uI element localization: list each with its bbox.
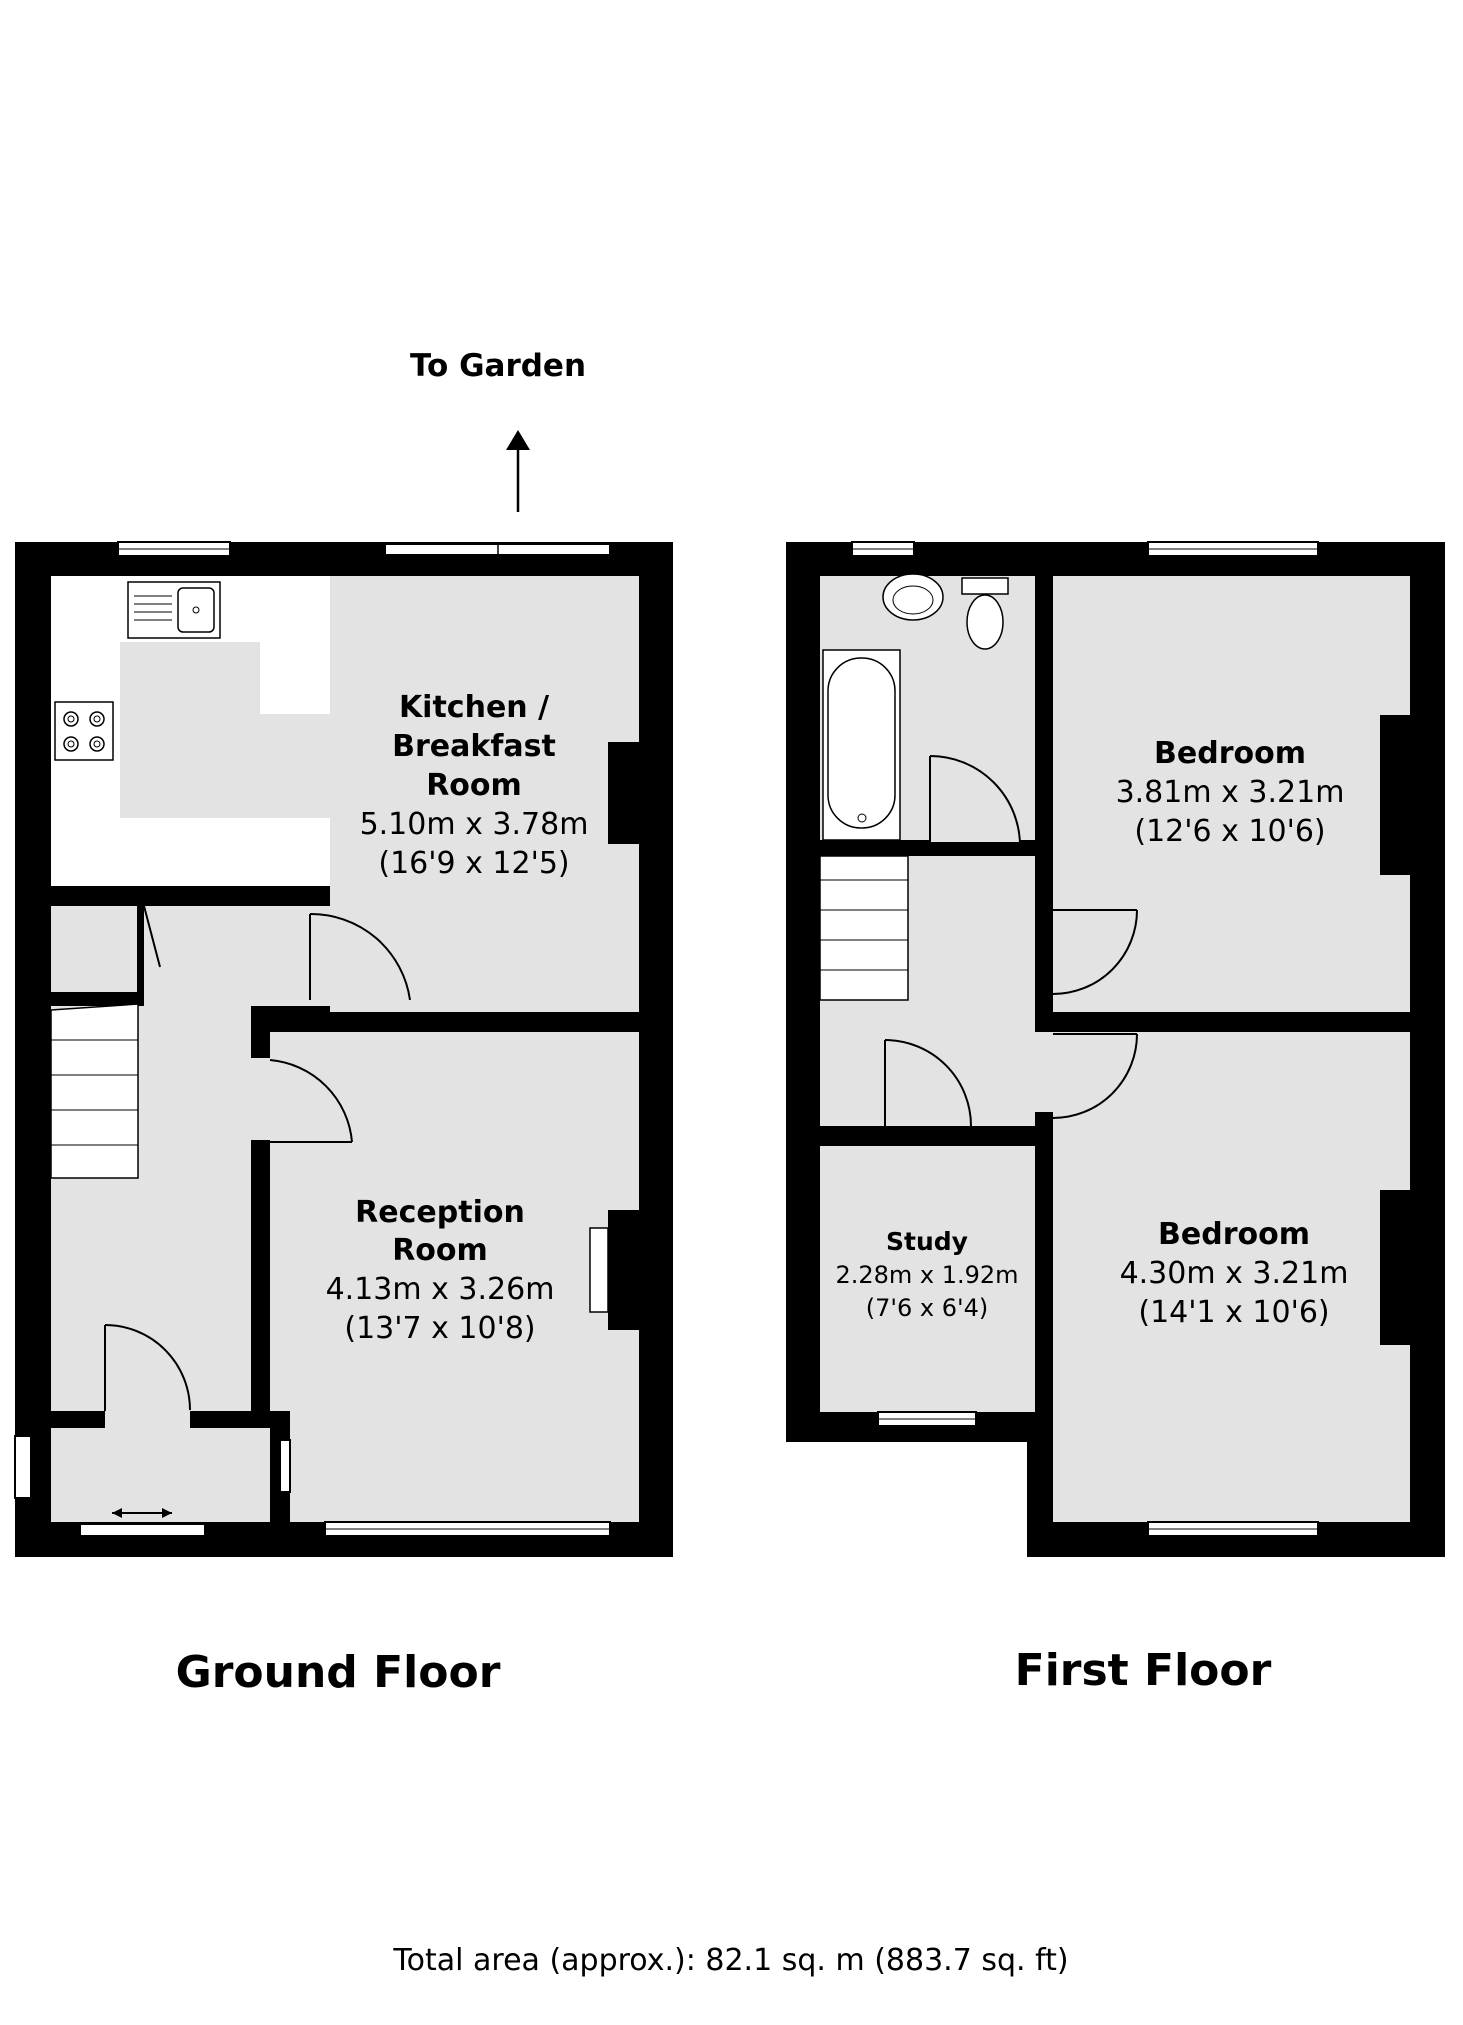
kitchen-breakfast-room [51,576,639,1014]
stairs-first [819,855,909,1001]
study-name: Study [886,1227,968,1256]
sink-icon [127,581,221,639]
first-floor-title: First Floor [1015,1645,1272,1696]
reception-metric-size: 4.13m x 3.26m [326,1272,555,1307]
total-area-label: Total area (approx.): 82.1 sq. m (883.7 … [392,1943,1068,1978]
to-garden-arrow-icon [506,430,530,512]
reception-imperial-size: (13'7 x 10'8) [344,1311,535,1346]
study [820,1146,1035,1412]
study-metric-size: 2.28m x 1.92m [835,1261,1018,1289]
window [14,541,611,1537]
bedroom-rear-metric-size: 3.81m x 3.21m [1116,775,1345,810]
hob-icon [54,701,114,761]
sliding-door-arrow-icon [112,565,538,1518]
first-floor-plan: Bedroom 3.81m x 3.21m (12'6 x 10'6) Bedr… [786,541,1445,1696]
bedroom-rear [1053,576,1410,1012]
ground-floor-plan: To Garden Kitchen / Breakfast Room 5.10m… [14,348,673,1698]
basin-icon [882,573,944,621]
bedroom-front [1035,1032,1410,1522]
kitchen-name-line-1: Kitchen / [399,690,549,725]
stairs-ground [50,1003,139,1179]
kitchen-name-line-3: Room [426,768,522,803]
bedroom-rear-name: Bedroom [1154,736,1306,771]
ground-floor-title: Ground Floor [176,1647,501,1698]
reception-name-line-1: Reception [355,1195,525,1230]
kitchen-metric-size: 5.10m x 3.78m [360,807,589,842]
bedroom-rear-imperial-size: (12'6 x 10'6) [1134,814,1325,849]
to-garden-label: To Garden [410,348,586,384]
reception-name-line-2: Room [392,1233,488,1268]
bedroom-front-name: Bedroom [1158,1217,1310,1252]
bedroom-front-imperial-size: (14'1 x 10'6) [1138,1295,1329,1330]
bathroom [820,573,1035,842]
window [851,541,1319,1537]
kitchen-name-line-2: Breakfast [392,729,556,764]
study-imperial-size: (7'6 x 6'4) [866,1294,988,1322]
kitchen-imperial-size: (16'9 x 12'5) [378,846,569,881]
toilet-icon [961,577,1009,650]
reception-room [251,1032,639,1522]
bedroom-front-metric-size: 4.30m x 3.21m [1120,1256,1349,1291]
